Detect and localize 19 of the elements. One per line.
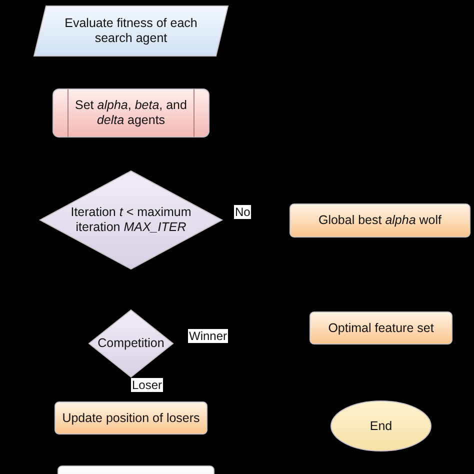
node-text: Evaluate fitness of each search agent xyxy=(64,16,198,46)
node-text: Iteration t < maximum iteration MAX_ITER xyxy=(70,205,192,235)
branch-label: No xyxy=(234,205,252,219)
node-text: Update position of losers xyxy=(62,410,200,426)
process-box xyxy=(290,204,470,237)
terminal-ellipse xyxy=(331,401,431,451)
branch-label: Winner xyxy=(188,329,228,343)
node-text: End xyxy=(370,418,392,434)
node-text: Set alpha, beta, and delta agents xyxy=(74,98,188,128)
decision-diamond xyxy=(40,171,222,269)
node-text: Optimal feature set xyxy=(328,320,434,336)
node-text: Competition xyxy=(98,336,164,351)
node-text: Global best alpha wolf xyxy=(318,213,442,228)
process-box xyxy=(55,402,207,434)
predefined-process-box xyxy=(53,89,209,137)
data-parallelogram xyxy=(34,6,228,56)
branch-label: Loser xyxy=(131,378,164,392)
decision-diamond xyxy=(89,310,173,377)
process-box xyxy=(310,312,452,344)
